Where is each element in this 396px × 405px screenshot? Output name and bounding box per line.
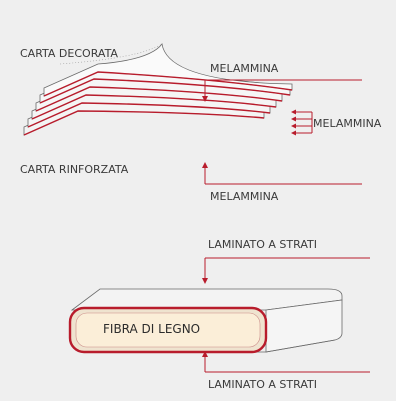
arrow-up-icon <box>202 351 208 357</box>
arrow-left-icon <box>291 109 296 115</box>
arrow-left-icon <box>291 116 296 122</box>
label-laminato-top: LAMINATO A STRATI <box>208 238 317 251</box>
arrow-left-icon <box>291 123 296 129</box>
decor-sheet-red-edge <box>43 71 293 97</box>
wood-fiber-core <box>75 312 261 348</box>
sheet-red-edge <box>39 78 291 104</box>
stacked-sheets <box>23 43 293 136</box>
arrow-up-icon <box>202 162 208 168</box>
label-melammina-bottom: MELAMMINA <box>210 190 279 203</box>
arrow-down-icon <box>202 96 208 102</box>
sheet-red-edge <box>23 110 265 136</box>
board-top-face <box>70 288 343 311</box>
laminated-board <box>68 288 343 354</box>
board-side-face <box>265 299 343 353</box>
label-melammina-side: MELAMMINA <box>313 117 382 130</box>
label-carta-rinforzata: CARTA RINFORZATA <box>20 163 129 176</box>
label-carta-decorata: CARTA DECORATA <box>20 47 118 60</box>
sheet-red-edge <box>35 86 283 112</box>
label-laminato-bottom: LAMINATO A STRATI <box>208 378 317 391</box>
label-fibra-di-legno: FIBRA DI LEGNO <box>103 322 200 336</box>
arrow-down-icon <box>202 278 208 284</box>
label-melammina-top: MELAMMINA <box>210 62 279 75</box>
arrow-left-icon <box>291 130 296 136</box>
sheet-red-edge <box>27 102 271 128</box>
sheet-red-edge <box>31 94 277 120</box>
melamine-side-arrows <box>291 109 313 136</box>
